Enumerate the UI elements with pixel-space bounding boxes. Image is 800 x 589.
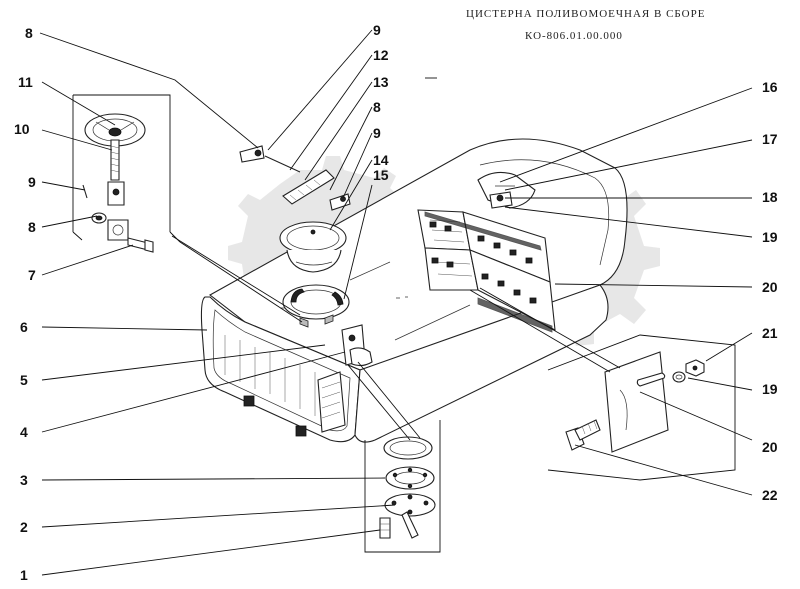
callout-13: 13 [373, 74, 389, 90]
drain-bracket [477, 171, 536, 209]
callout-9-top: 9 [373, 22, 381, 38]
callout-20-lower: 20 [762, 439, 778, 455]
heater-panel [417, 209, 556, 333]
callout-6: 6 [20, 319, 28, 335]
tank-body [200, 138, 628, 443]
valve-body [341, 324, 373, 367]
callout-9-left: 9 [28, 174, 36, 190]
callout-12: 12 [373, 47, 389, 63]
callout-8-left: 8 [28, 219, 36, 235]
manhole-neck [282, 284, 350, 328]
callout-21: 21 [762, 325, 778, 341]
drawing-title: ЦИСТЕРНА ПОЛИВОМОЕЧНАЯ В СБОРЕ [466, 8, 706, 20]
filter-inset [364, 420, 441, 553]
callout-labels: 8 11 10 9 8 7 6 5 4 3 2 1 9 12 13 8 9 14… [14, 22, 778, 583]
callout-8-top: 8 [373, 99, 381, 115]
callout-18: 18 [762, 189, 778, 205]
callout-4: 4 [20, 424, 28, 440]
callout-17: 17 [762, 131, 778, 147]
callout-11: 11 [18, 74, 33, 90]
valve-inset [72, 94, 181, 253]
callout-15: 15 [373, 167, 389, 183]
callout-1: 1 [20, 567, 28, 583]
leader-lines [39, 29, 753, 576]
callout-19-upper: 19 [762, 229, 778, 245]
hinge-hardware [239, 145, 351, 211]
callout-3: 3 [20, 472, 28, 488]
callout-16: 16 [762, 79, 778, 95]
callout-8-top-left: 8 [25, 25, 33, 41]
drawing-code: КО-806.01.00.000 [525, 30, 623, 42]
callout-22: 22 [762, 487, 778, 503]
manhole-cover [279, 221, 347, 273]
callout-9-mid: 9 [373, 125, 381, 141]
callout-14: 14 [373, 152, 389, 168]
callout-20-upper: 20 [762, 279, 778, 295]
callout-2: 2 [20, 519, 28, 535]
callout-5: 5 [20, 372, 28, 388]
callout-10: 10 [14, 121, 30, 137]
callout-19-lower: 19 [762, 381, 778, 397]
callout-7: 7 [28, 267, 36, 283]
mounting-plate-inset [547, 334, 736, 481]
